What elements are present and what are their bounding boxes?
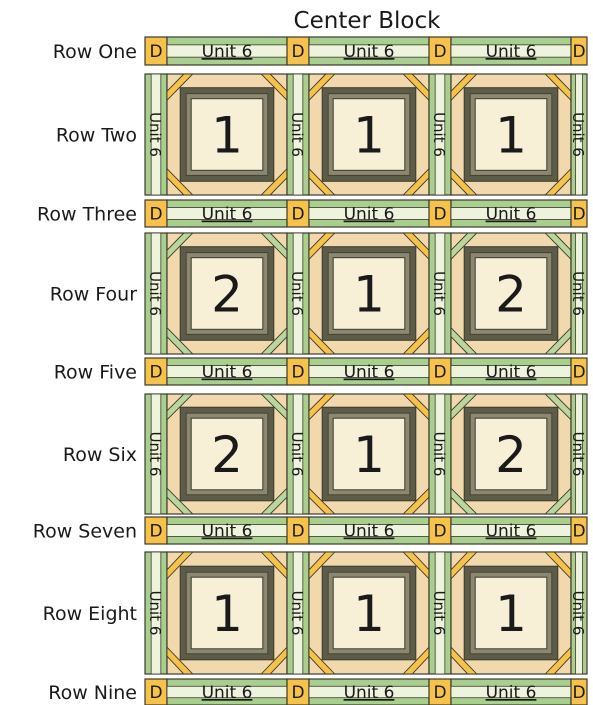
row-4: Row Four Unit 6 2 Unit 6 1 Unit 6 2 Unit 6 (50, 233, 587, 354)
block-unit: 2 (451, 233, 571, 354)
sashing-label: Unit 6 (288, 591, 306, 636)
sashing-label: Unit 6 (202, 205, 253, 225)
row-label: Row Four (50, 284, 137, 306)
sashing-label: Unit 6 (486, 205, 537, 225)
sashing-label: Unit 6 (430, 591, 448, 636)
row-1: Row One D Unit 6 D Unit 6 D Unit 6 D (53, 37, 587, 65)
block-unit: 1 (451, 74, 571, 195)
block-number: 1 (353, 266, 385, 324)
block-number: 1 (353, 426, 385, 484)
cornerstone-label: D (572, 363, 585, 383)
sashing-label: Unit 6 (344, 683, 395, 703)
block-unit: 1 (167, 552, 287, 674)
cornerstone-label: D (433, 683, 446, 703)
cornerstone-label: D (149, 683, 162, 703)
block-number: 2 (495, 266, 527, 324)
block-number: 1 (353, 107, 385, 165)
row-label: Row Six (63, 444, 137, 466)
row-label: Row Seven (33, 521, 137, 543)
sashing-label: Unit 6 (202, 522, 253, 542)
row-label: Row One (53, 41, 137, 63)
row-label: Row Three (37, 204, 137, 226)
cornerstone-label: D (433, 363, 446, 383)
cornerstone-label: D (572, 205, 585, 225)
sashing-label: Unit 6 (344, 363, 395, 383)
row-label: Row Eight (43, 603, 137, 625)
diagram-title: Center Block (294, 8, 442, 34)
sashing-label: Unit 6 (569, 271, 587, 316)
block-number: 1 (495, 585, 527, 643)
block-number: 1 (211, 585, 243, 643)
block-number: 2 (495, 426, 527, 484)
block-unit: 1 (451, 552, 571, 674)
row-label: Row Five (54, 362, 137, 384)
sashing-label: Unit 6 (146, 591, 164, 636)
cornerstone-label: D (291, 363, 304, 383)
cornerstone-label: D (291, 42, 304, 62)
block-number: 1 (353, 585, 385, 643)
sashing-label: Unit 6 (569, 591, 587, 636)
sashing-label: Unit 6 (146, 271, 164, 316)
cornerstone-label: D (433, 42, 446, 62)
block-unit: 1 (309, 74, 429, 195)
row-9: Row Nine D Unit 6 D Unit 6 D Unit 6 D (48, 679, 587, 705)
cornerstone-label: D (572, 522, 585, 542)
sashing-label: Unit 6 (569, 112, 587, 157)
cornerstone-label: D (291, 683, 304, 703)
cornerstone-label: D (149, 205, 162, 225)
sashing-label: Unit 6 (486, 363, 537, 383)
sashing-label: Unit 6 (288, 432, 306, 477)
sashing-label: Unit 6 (288, 271, 306, 316)
cornerstone-label: D (149, 42, 162, 62)
sashing-label: Unit 6 (146, 432, 164, 477)
sashing-label: Unit 6 (202, 42, 253, 62)
cornerstone-label: D (433, 205, 446, 225)
sashing-label: Unit 6 (430, 112, 448, 157)
cornerstone-label: D (291, 205, 304, 225)
sashing-label: Unit 6 (344, 205, 395, 225)
sashing-label: Unit 6 (430, 432, 448, 477)
sashing-label: Unit 6 (569, 432, 587, 477)
row-6: Row Six Unit 6 2 Unit 6 1 Unit 6 2 Unit 6 (63, 394, 587, 514)
block-number: 1 (211, 107, 243, 165)
row-label: Row Two (56, 125, 137, 147)
sashing-label: Unit 6 (288, 112, 306, 157)
cornerstone-label: D (572, 683, 585, 703)
sashing-label: Unit 6 (486, 42, 537, 62)
row-label: Row Nine (48, 682, 137, 704)
cornerstone-label: D (149, 522, 162, 542)
row-5: Row Five D Unit 6 D Unit 6 D Unit 6 D (54, 358, 587, 385)
row-3: Row Three D Unit 6 D Unit 6 D Unit 6 D (37, 200, 587, 227)
block-unit: 2 (451, 394, 571, 514)
sashing-label: Unit 6 (344, 522, 395, 542)
block-number: 1 (495, 107, 527, 165)
block-number: 2 (211, 266, 243, 324)
cornerstone-label: D (291, 522, 304, 542)
sashing-label: Unit 6 (430, 271, 448, 316)
block-number: 2 (211, 426, 243, 484)
row-7: Row Seven D Unit 6 D Unit 6 D Unit 6 D (33, 517, 587, 544)
block-unit: 1 (309, 552, 429, 674)
block-unit: 2 (167, 233, 287, 354)
block-unit: 1 (309, 233, 429, 354)
sashing-label: Unit 6 (202, 363, 253, 383)
sashing-label: Unit 6 (146, 112, 164, 157)
row-2: Row Two Unit 6 1 Unit 6 1 Unit 6 1 Unit 6 (56, 74, 587, 195)
cornerstone-label: D (572, 42, 585, 62)
row-8: Row Eight Unit 6 1 Unit 6 1 Unit 6 1 Unit 6 (43, 552, 587, 674)
block-unit: 2 (167, 394, 287, 514)
block-unit: 1 (167, 74, 287, 195)
block-unit: 1 (309, 394, 429, 514)
sashing-label: Unit 6 (344, 42, 395, 62)
sashing-label: Unit 6 (202, 683, 253, 703)
sashing-label: Unit 6 (486, 683, 537, 703)
sashing-label: Unit 6 (486, 522, 537, 542)
cornerstone-label: D (149, 363, 162, 383)
cornerstone-label: D (433, 522, 446, 542)
